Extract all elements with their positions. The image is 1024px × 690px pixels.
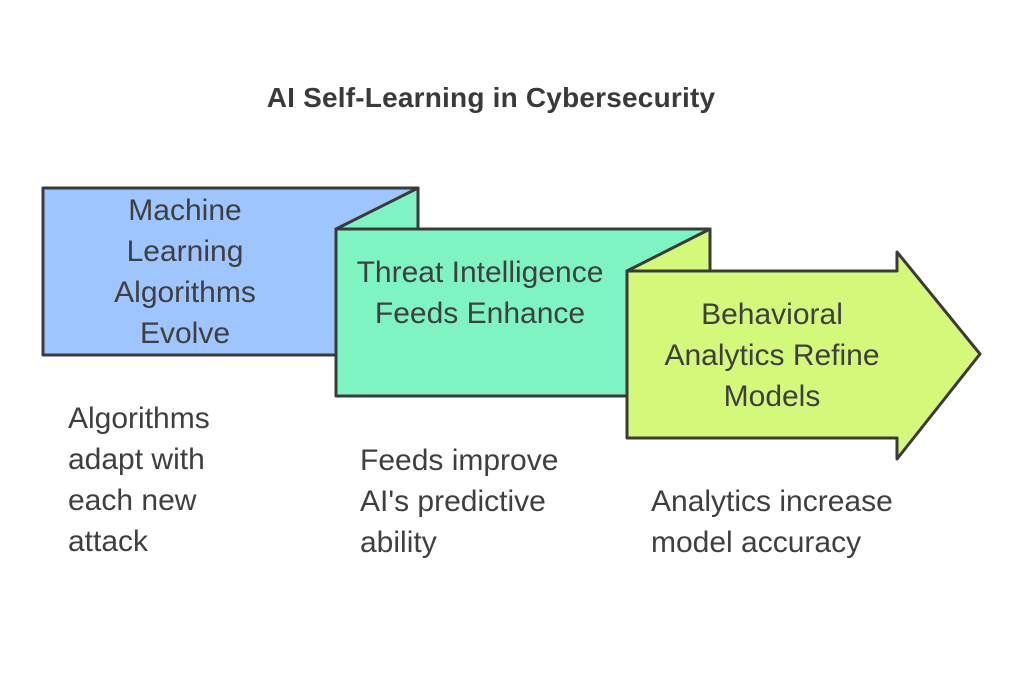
stage-2-label: Threat Intelligence Feeds Enhance [356, 256, 604, 330]
stage-1-label: Machine Learning Algorithms Evolve [114, 194, 256, 350]
stage-2-description: Feeds improve AI's predictive ability [360, 444, 559, 559]
stage-3-arrow [625, 250, 982, 461]
diagram-title: AI Self-Learning in Cybersecurity [266, 82, 716, 113]
stage-3-label: Behavioral Analytics Refine Models [664, 298, 880, 413]
stage-3-description: Analytics increase model accuracy [651, 485, 893, 559]
stage-1-description: Algorithms adapt with each new attack [68, 402, 210, 558]
